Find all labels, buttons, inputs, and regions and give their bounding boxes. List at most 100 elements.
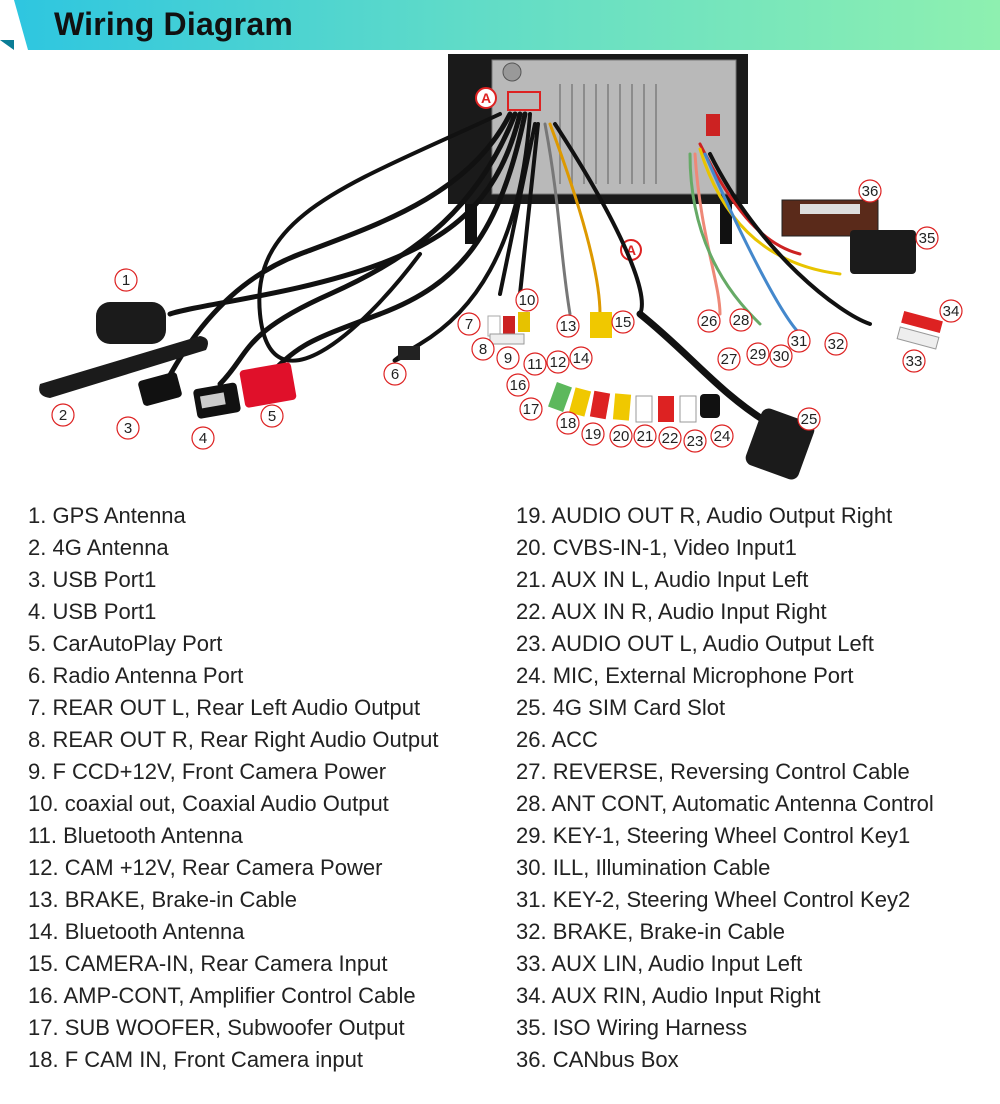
callout-11: 11 (523, 352, 547, 376)
callout-20: 20 (609, 424, 633, 448)
legend-item: 5. CarAutoPlay Port (28, 631, 223, 656)
callout-7: 7 (457, 312, 481, 336)
legend-item: 16. AMP-CONT, Amplifier Control Cable (28, 983, 416, 1008)
gps-antenna (96, 302, 166, 344)
callout-17: 17 (519, 397, 543, 421)
legend-item: 30. ILL, Illumination Cable (516, 855, 771, 880)
callout-35: 35 (915, 226, 939, 250)
legend-item: 2. 4G Antenna (28, 535, 169, 560)
legend-item: 14. Bluetooth Antenna (28, 919, 245, 944)
header-banner: Wiring Diagram (0, 0, 1000, 54)
svg-text:17: 17 (523, 401, 540, 418)
svg-text:11: 11 (527, 356, 543, 373)
callout-15: 15 (611, 310, 635, 334)
callout-25: 25 (797, 407, 821, 431)
callout-16: 16 (506, 373, 530, 397)
legend-item: 33. AUX LIN, Audio Input Left (516, 951, 803, 976)
legend-item: 35. ISO Wiring Harness (516, 1015, 748, 1040)
legend-item: 19. AUDIO OUT R, Audio Output Right (516, 503, 893, 528)
svg-text:4: 4 (199, 430, 207, 447)
callouts: 1 2 3 4 5 6 7 8 9 10 11 12 13 14 15 16 1… (51, 179, 963, 453)
iso-harness (850, 230, 916, 274)
radio-antenna-port (398, 346, 420, 360)
svg-text:18: 18 (560, 415, 577, 432)
legend-item: 13. BRAKE, Brake-in Cable (28, 887, 298, 912)
callout-31: 31 (787, 329, 811, 353)
4g-sim-module (745, 408, 815, 480)
svg-text:12: 12 (550, 354, 567, 371)
legend-item: 31. KEY-2, Steering Wheel Control Key2 (516, 887, 911, 912)
callout-23: 23 (683, 429, 707, 453)
callout-6: 6 (383, 362, 407, 386)
callout-30: 30 (769, 344, 793, 368)
callout-12: 12 (546, 350, 570, 374)
svg-text:28: 28 (733, 312, 750, 329)
callout-36: 36 (858, 179, 882, 203)
svg-text:36: 36 (862, 183, 879, 200)
svg-text:9: 9 (504, 350, 512, 367)
svg-text:19: 19 (585, 426, 602, 443)
callout-13: 13 (556, 314, 580, 338)
callout-9: 9 (496, 346, 520, 370)
callout-2: 2 (51, 403, 75, 427)
callout-1: 1 (114, 268, 138, 292)
callout-3: 3 (116, 416, 140, 440)
svg-text:32: 32 (828, 336, 845, 353)
svg-text:35: 35 (919, 230, 936, 247)
svg-text:23: 23 (687, 433, 704, 450)
svg-text:7: 7 (465, 316, 473, 333)
callout-32: 32 (824, 332, 848, 356)
callout-28: 28 (729, 308, 753, 332)
svg-text:31: 31 (791, 333, 808, 350)
callout-18: 18 (556, 411, 580, 435)
legend-item: 12. CAM +12V, Rear Camera Power (28, 855, 383, 880)
carautoplay-port (239, 362, 297, 408)
svg-text:26: 26 (701, 313, 718, 330)
rca-bundle (548, 382, 720, 423)
callout-4: 4 (191, 426, 215, 450)
legend-item: 32. BRAKE, Brake-in Cable (516, 919, 786, 944)
svg-text:8: 8 (479, 341, 487, 358)
svg-text:30: 30 (773, 348, 790, 365)
callout-10: 10 (515, 288, 539, 312)
svg-text:27: 27 (721, 351, 738, 368)
svg-text:1: 1 (122, 272, 130, 289)
svg-text:2: 2 (59, 407, 67, 424)
legend-item: 1. GPS Antenna (28, 503, 186, 528)
legend-item: 22. AUX IN R, Audio Input Right (516, 599, 827, 624)
callout-19: 19 (581, 422, 605, 446)
header-gradient-bar (14, 0, 1000, 50)
svg-text:6: 6 (391, 366, 399, 383)
legend-item: 9. F CCD+12V, Front Camera Power (28, 759, 387, 784)
legend-item: 4. USB Port1 (28, 599, 157, 624)
camera-in-rca (590, 312, 612, 338)
callout-24: 24 (710, 424, 734, 448)
legend-item: 26. ACC (516, 727, 598, 752)
rca-cluster-left (487, 312, 530, 345)
svg-text:21: 21 (637, 428, 654, 445)
svg-text:25: 25 (801, 411, 818, 428)
usb-port-1 (138, 372, 182, 406)
legend-item: 25. 4G SIM Card Slot (516, 695, 726, 720)
legend-item: 10. coaxial out, Coaxial Audio Output (28, 791, 389, 816)
svg-text:3: 3 (124, 420, 132, 437)
connector-a-highlight (507, 91, 541, 111)
legend-item: 34. AUX RIN, Audio Input Right (516, 983, 821, 1008)
legend-item: 21. AUX IN L, Audio Input Left (516, 567, 809, 592)
legend-item: 24. MIC, External Microphone Port (516, 663, 854, 688)
legend-right: 19. AUDIO OUT R, Audio Output Right 20. … (516, 500, 934, 1076)
4g-antenna (39, 336, 208, 398)
legend-item: 27. REVERSE, Reversing Control Cable (516, 759, 910, 784)
legend-item: 28. ANT CONT, Automatic Antenna Control (516, 791, 934, 816)
legend-left: 1. GPS Antenna 2. 4G Antenna 3. USB Port… (28, 500, 438, 1076)
svg-text:34: 34 (943, 303, 960, 320)
page-title: Wiring Diagram (54, 6, 293, 42)
wiring-diagram: A A (39, 54, 963, 480)
legend-item: 6. Radio Antenna Port (28, 663, 244, 688)
svg-text:10: 10 (519, 292, 536, 309)
legend-item: 3. USB Port1 (28, 567, 157, 592)
connector-a-marker: A (475, 87, 497, 109)
svg-text:20: 20 (613, 428, 630, 445)
connector-a-label-2: A (626, 242, 636, 258)
callout-14: 14 (569, 346, 593, 370)
